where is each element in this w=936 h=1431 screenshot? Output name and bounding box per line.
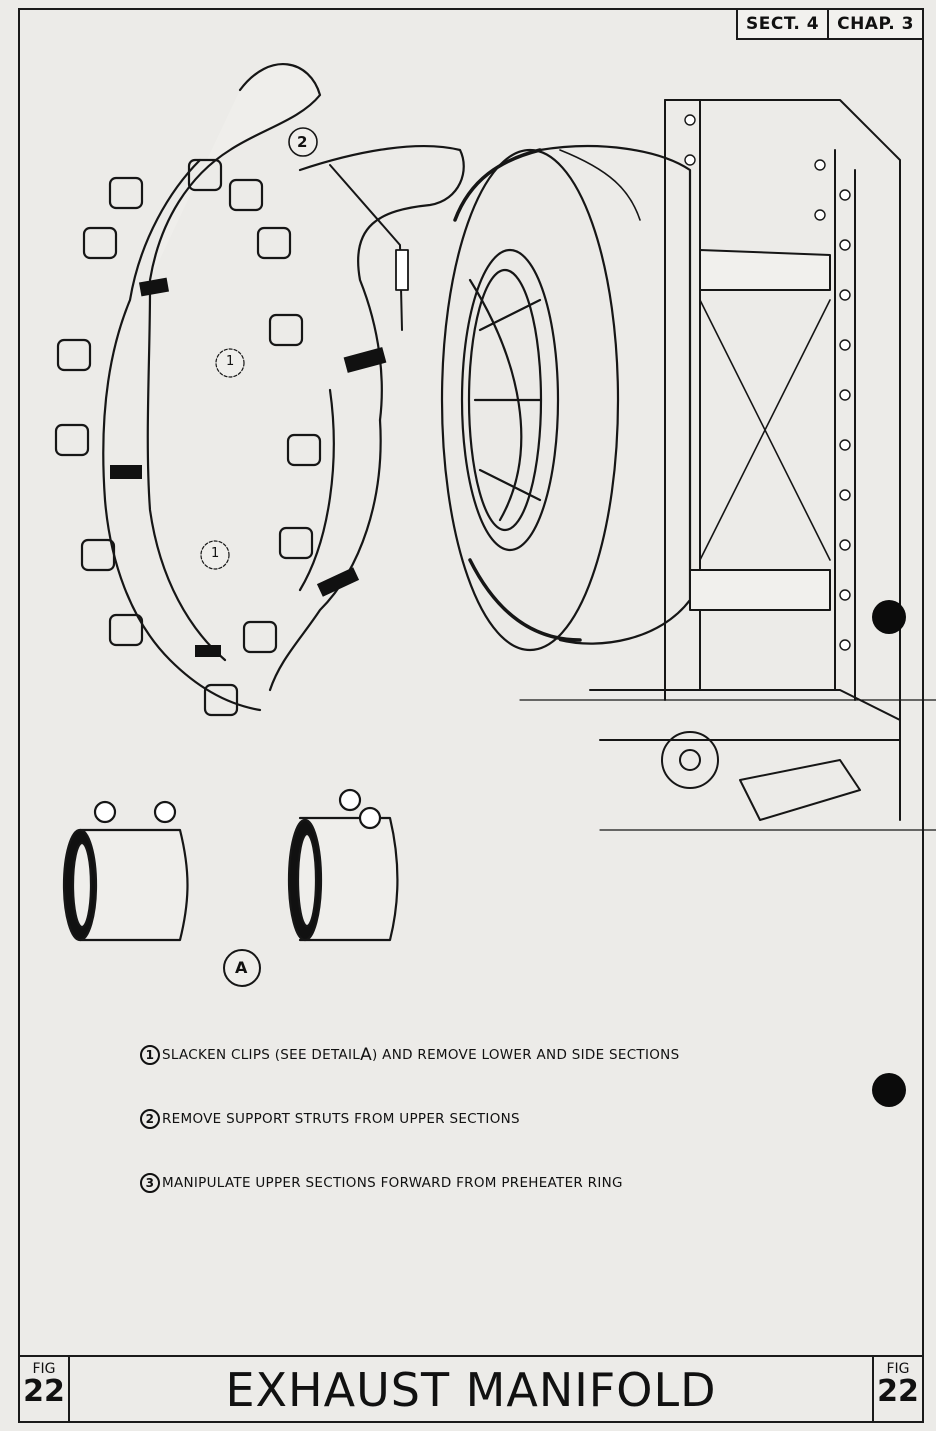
step-number-1: 1 [140,1045,160,1065]
section-label: SECT. 4 [746,14,820,34]
step-number-2: 2 [140,1109,160,1129]
chapter-label: CHAP. 3 [827,10,922,38]
fig-number-right: 22 [877,1374,919,1409]
fig-box-right: FIG 22 [872,1357,922,1423]
fig-box-left: FIG 22 [20,1357,70,1423]
step-1-text-before: SLACKEN CLIPS (SEE DETAIL [162,1047,361,1063]
instruction-step-1: 1 SLACKEN CLIPS (SEE DETAIL A) AND REMOV… [140,1045,840,1065]
callout-2: 2 [297,133,308,151]
step-1-detail-ref: A [360,1045,373,1065]
instruction-step-2: 2 REMOVE SUPPORT STRUTS FROM UPPER SECTI… [140,1109,840,1129]
clip-detail-drawing [62,788,399,942]
callout-1-lower: 1 [211,546,220,561]
binder-hole-lower [872,1073,906,1107]
figure-title: EXHAUST MANIFOLD [225,1363,717,1417]
step-3-text: MANIPULATE UPPER SECTIONS FORWARD FROM P… [162,1175,623,1191]
page-frame [18,8,924,1423]
instruction-step-3: 3 MANIPULATE UPPER SECTIONS FORWARD FROM… [140,1173,840,1193]
binder-hole-upper [872,600,906,634]
step-number-3: 3 [140,1173,160,1193]
title-block: FIG 22 EXHAUST MANIFOLD FIG 22 [20,1355,922,1423]
section-chapter-box: SECT. 4 CHAP. 3 [736,8,924,40]
preheater-ring-drawing [440,145,692,652]
step-1-text-after: ) AND REMOVE LOWER AND SIDE SECTIONS [372,1047,680,1063]
fig-number-left: 22 [23,1374,65,1409]
step-2-text: REMOVE SUPPORT STRUTS FROM UPPER SECTION… [162,1111,520,1127]
callout-detail-a: A [235,958,248,977]
fig-label-right: FIG [886,1361,910,1377]
engine-stand-drawing [519,99,936,831]
callout-1-upper: 1 [226,354,235,369]
instructions-list: 1 SLACKEN CLIPS (SEE DETAIL A) AND REMOV… [140,1045,840,1237]
exhaust-manifold-drawing [54,63,465,717]
fig-label-left: FIG [32,1361,56,1377]
